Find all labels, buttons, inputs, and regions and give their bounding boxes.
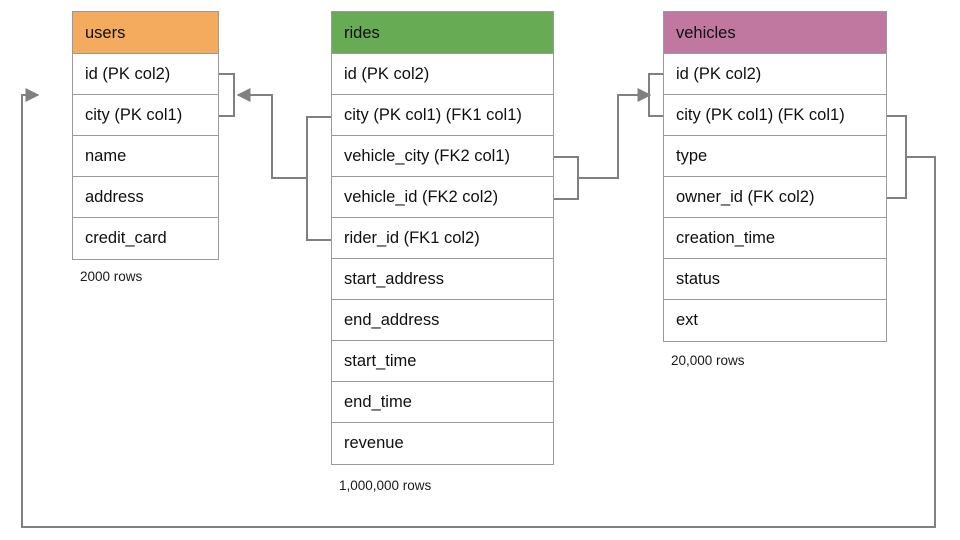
table-rides-column-vehicle-id[interactable]: vehicle_id (FK2 col2) [332,177,553,218]
connector-rides-vehicle-to-vehicles [554,73,663,200]
table-rides-column-revenue[interactable]: revenue [332,423,553,464]
table-rides[interactable]: rides id (PK col2) city (PK col1) (FK1 c… [331,11,554,465]
table-rides-column-end-address[interactable]: end_address [332,300,553,341]
table-rides-column-start-time[interactable]: start_time [332,341,553,382]
table-users[interactable]: users id (PK col2) city (PK col1) name a… [72,11,219,260]
connector-vehicles-owner-to-users [21,88,936,528]
table-users-row-count: 2000 rows [80,269,143,284]
table-vehicles[interactable]: vehicles id (PK col2) city (PK col1) (FK… [663,11,887,342]
table-rides-column-vehicle-city[interactable]: vehicle_city (FK2 col1) [332,136,553,177]
connector-rides-rider-to-users [219,73,331,241]
table-users-column-credit-card[interactable]: credit_card [73,218,218,259]
table-vehicles-column-owner-id[interactable]: owner_id (FK col2) [664,177,886,218]
table-users-column-name[interactable]: name [73,136,218,177]
table-vehicles-row-count: 20,000 rows [671,353,745,368]
table-vehicles-column-ext[interactable]: ext [664,300,886,341]
table-users-column-id[interactable]: id (PK col2) [73,54,218,95]
table-rides-column-city[interactable]: city (PK col1) (FK1 col1) [332,95,553,136]
table-rides-column-end-time[interactable]: end_time [332,382,553,423]
table-rides-row-count: 1,000,000 rows [339,478,432,493]
table-users-header[interactable]: users [73,12,218,54]
table-users-column-address[interactable]: address [73,177,218,218]
table-vehicles-column-creation-time[interactable]: creation_time [664,218,886,259]
table-rides-column-id[interactable]: id (PK col2) [332,54,553,95]
table-rides-column-start-address[interactable]: start_address [332,259,553,300]
table-vehicles-header[interactable]: vehicles [664,12,886,54]
table-rides-column-rider-id[interactable]: rider_id (FK1 col2) [332,218,553,259]
table-users-column-city[interactable]: city (PK col1) [73,95,218,136]
table-rides-header[interactable]: rides [332,12,553,54]
table-vehicles-column-id[interactable]: id (PK col2) [664,54,886,95]
table-vehicles-column-status[interactable]: status [664,259,886,300]
table-vehicles-column-city[interactable]: city (PK col1) (FK col1) [664,95,886,136]
table-vehicles-column-type[interactable]: type [664,136,886,177]
